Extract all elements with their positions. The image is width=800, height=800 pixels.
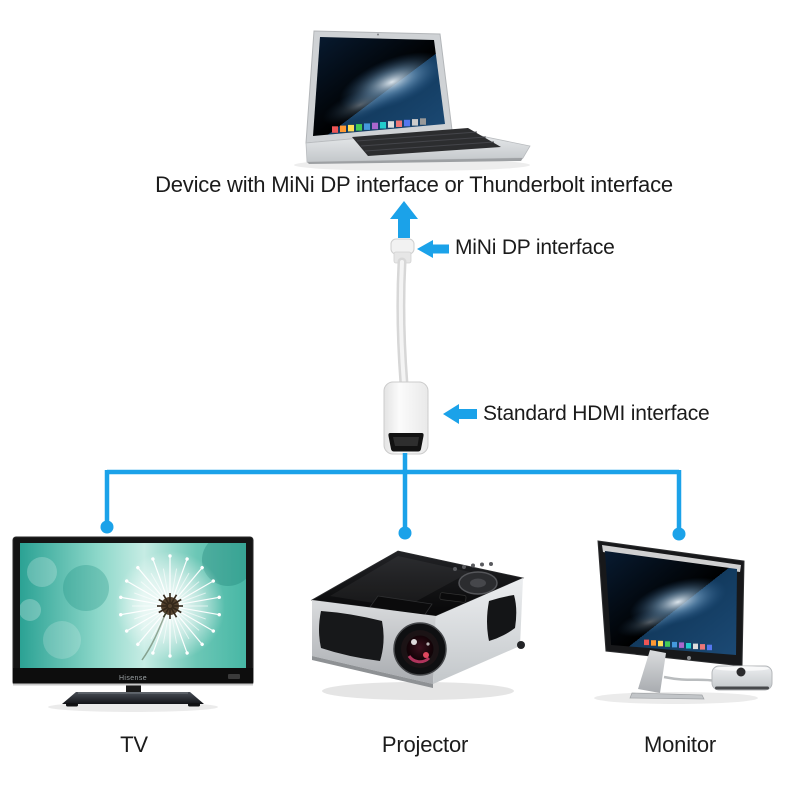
- up-arrow-icon: [390, 201, 418, 238]
- apple-logo-dot: [687, 656, 691, 660]
- minidp-left-arrow-icon: [417, 240, 449, 258]
- hdmi-interface-label: Standard HDMI interface: [483, 402, 710, 425]
- monitor-image: [594, 540, 773, 704]
- monitor-dock-icons: [644, 639, 712, 651]
- connector-lines: [100, 453, 686, 541]
- mac-dock-icons: [332, 118, 426, 133]
- connector-dot-monitor: [672, 527, 686, 541]
- projector-label: Projector: [381, 732, 469, 757]
- adapter-image: [383, 238, 429, 455]
- connector-dot-tv: [100, 520, 114, 534]
- device-caption: Device with MiNi DP interface or Thunder…: [155, 172, 673, 197]
- connector-path: [104, 453, 682, 528]
- hdmi-left-arrow-icon: [443, 404, 477, 424]
- projector-controls: [439, 562, 498, 603]
- tv-brand-logo: Hisense: [119, 675, 147, 682]
- projector-lens: [393, 622, 447, 676]
- macbook-image: [294, 30, 531, 171]
- projector-image: [310, 550, 525, 700]
- mac-mini-image: [711, 665, 773, 691]
- monitor-cable: [663, 675, 717, 683]
- minidp-interface-label: MiNi DP interface: [455, 236, 615, 259]
- webcam-dot: [377, 33, 379, 36]
- tv-label: TV: [120, 732, 148, 757]
- monitor-label: Monitor: [644, 732, 716, 757]
- tv-image: Hisense: [12, 536, 254, 712]
- connector-dot-projector: [398, 526, 412, 540]
- dandelion-graphic: [115, 551, 225, 661]
